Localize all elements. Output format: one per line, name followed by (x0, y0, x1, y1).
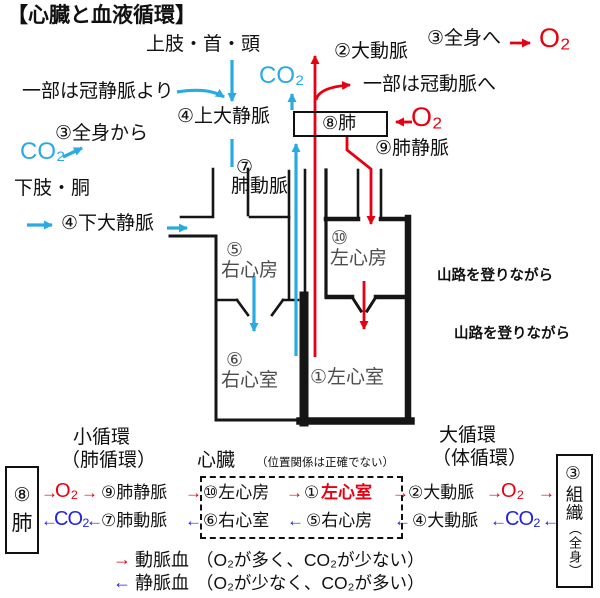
mnemonic-2: 山路を登りながら (454, 326, 570, 342)
venous-co2-a: CO₂ (54, 508, 90, 530)
venous-arrow-2: ← (86, 511, 103, 530)
from-whole-body-label: ③全身から (55, 123, 149, 144)
left-atrium-num: ⑩ (331, 228, 349, 249)
to-whole-body-label: ③全身へ (427, 28, 502, 49)
coronary-artery-note: 一部は冠動脈へ (363, 74, 497, 95)
venous-arrow-4: ← (287, 511, 304, 530)
pulmonary-artery-label: 肺動脈 (231, 176, 289, 197)
lung-box-top-label: ⑧肺 (322, 113, 357, 133)
o2-to-lung-label: O₂ (411, 102, 443, 132)
legend-arterial-desc: （O₂が多く、CO₂が少ない） (196, 550, 425, 570)
systemic-circulation-sub: （体循環） (432, 448, 528, 469)
pulmonary-circulation-title: 小循環 (73, 427, 131, 448)
venous-arrow-6: ← (490, 511, 507, 530)
flow-left-ventricle-num: ① (304, 483, 320, 502)
inferior-vena-cava-label: ④下大静脈 (61, 213, 155, 234)
coronary-vein-note: 一部は冠静脈より (22, 81, 174, 102)
right-atrium-label: 右心房 (221, 260, 279, 281)
venous-arrow-3: ← (185, 511, 202, 530)
flow-left-ventricle: 左心室 (321, 483, 372, 502)
arterial-o2-a: O₂ (55, 480, 79, 502)
flow-left-atrium: ⑩左心房 (203, 483, 270, 502)
pulmonary-circulation-sub: （肺循環） (61, 450, 157, 471)
lung-box-bottom-num: ⑧ (13, 484, 31, 506)
left-atrium-label: 左心房 (330, 248, 388, 269)
superior-vena-cava-label: ④上大静脈 (177, 106, 271, 127)
arterial-arrow-7: → (538, 483, 555, 502)
arterial-arrow-5: → (392, 483, 409, 502)
tissue-box-sub: （全身） (567, 522, 582, 578)
tissue-box: ③組織 （全身） (556, 454, 593, 588)
systemic-circulation-title: 大循環 (439, 425, 497, 446)
arterial-arrow-4: → (286, 483, 303, 502)
page-title: 【心臓と血液循環】 (7, 4, 196, 27)
lung-box-bottom-label: 肺 (11, 511, 33, 535)
right-ventricle-num: ⑥ (226, 350, 244, 371)
lung-box-top: ⑧肺 (293, 111, 388, 137)
heart-dashed-box (200, 476, 403, 539)
legend-arterial-label: 動脈血 (135, 550, 189, 570)
lower-body-label: 下肢・胴 (14, 178, 91, 199)
flow-right-ventricle: ⑥右心室 (203, 511, 270, 530)
legend-venous-arrow: ← (113, 572, 131, 592)
venous-arrow-1: ← (41, 511, 58, 530)
tissue-box-label: ③組織 (564, 464, 584, 522)
pulmonary-artery-num: ⑦ (236, 157, 254, 178)
venous-arrow-7: ← (542, 511, 559, 530)
pulmonary-vein-label: ⑨肺静脈 (375, 138, 450, 159)
legend-venous-label: 静脈血 (135, 573, 189, 593)
arterial-arrow-1: → (41, 483, 58, 502)
arterial-arrow-6: → (486, 483, 503, 502)
legend-arterial-arrow: → (113, 549, 131, 569)
right-atrium-num: ⑤ (226, 240, 244, 261)
venous-blood-lines (27, 60, 301, 356)
heart-box-note: （位置関係は正確でない） (256, 457, 394, 469)
aorta-label: ②大動脈 (334, 41, 409, 62)
upper-body-label: 上肢・首・頭 (146, 34, 261, 55)
flow-pulmonary-artery: ⑦肺動脈 (101, 511, 168, 530)
legend-venous-desc: （O₂が少なく、CO₂が多い） (196, 573, 425, 593)
o2-to-body-label: O₂ (539, 23, 571, 53)
arterial-arrow-2: → (81, 483, 98, 502)
co2-left-label: CO₂ (20, 138, 66, 165)
flow-pulmonary-vein: ⑨肺静脈 (101, 483, 168, 502)
left-ventricle-label: ①左心室 (310, 367, 385, 388)
co2-from-lung-label: CO₂ (259, 62, 305, 89)
venous-co2-b: CO₂ (505, 508, 541, 530)
right-ventricle-label: 右心室 (221, 370, 279, 391)
arterial-arrow-3: → (185, 483, 202, 502)
arterial-o2-b: O₂ (501, 480, 525, 502)
mnemonic-1: 山路を登りながら (437, 268, 553, 284)
venous-arrow-5: ← (394, 511, 411, 530)
flow-vessel-4: ④大動脈 (412, 511, 479, 530)
flow-right-atrium: ⑤右心房 (306, 511, 373, 530)
flow-aorta: ②大動脈 (408, 483, 475, 502)
heart-box-title: 心臓 (197, 450, 236, 471)
lung-box-bottom: ⑧ 肺 (5, 466, 39, 554)
